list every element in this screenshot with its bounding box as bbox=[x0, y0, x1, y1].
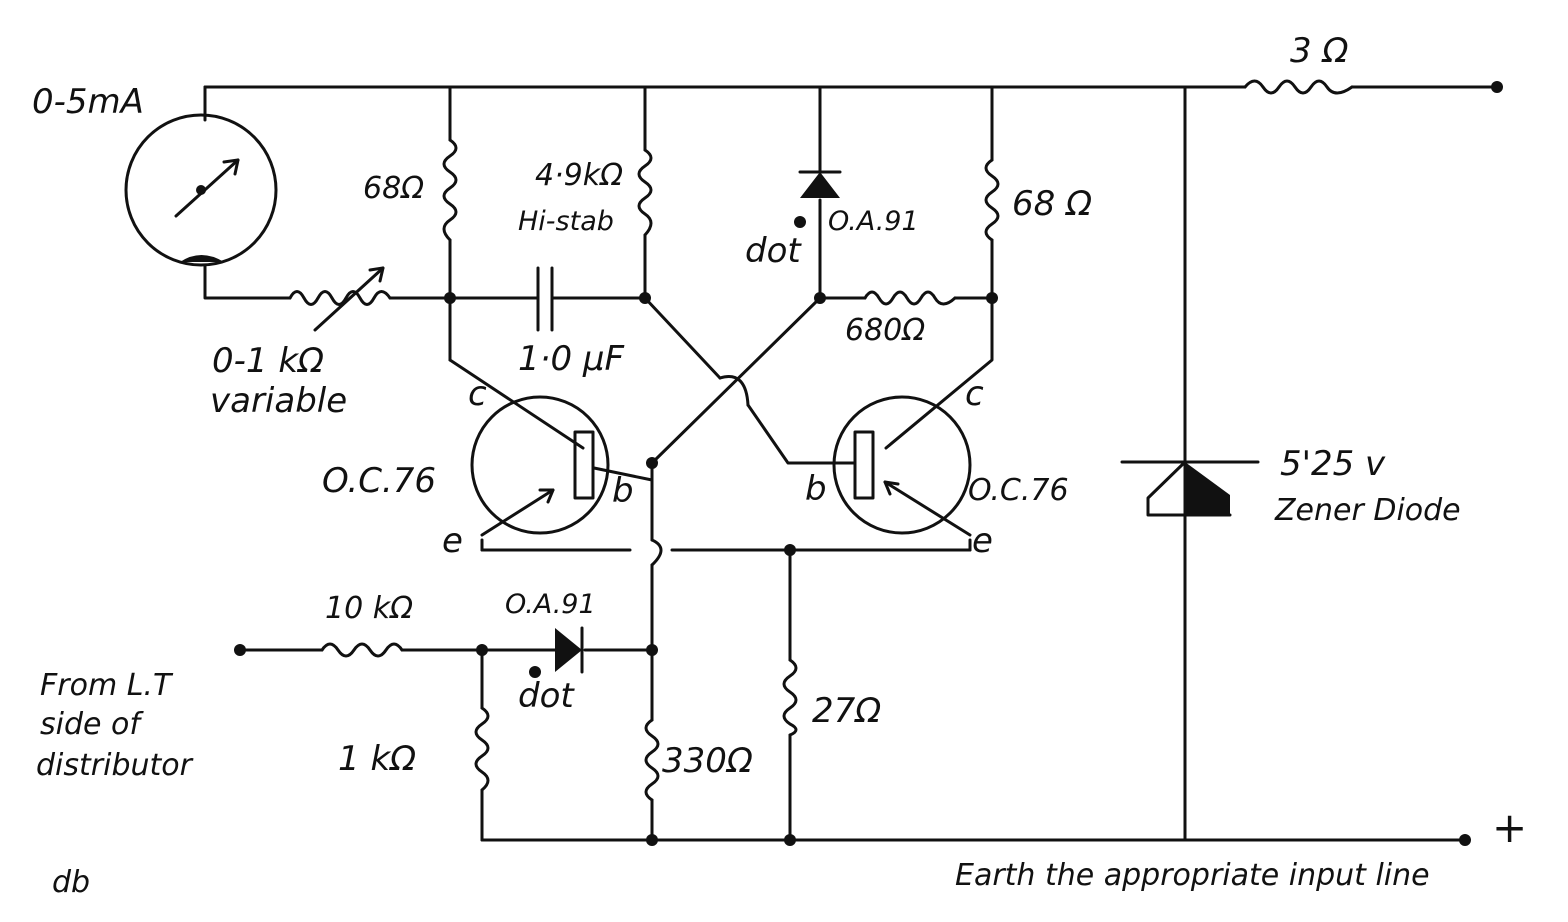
junction-dot bbox=[814, 292, 826, 304]
resistor-330 bbox=[644, 718, 660, 802]
junction-dot bbox=[784, 544, 796, 556]
diode-oa91-bottom bbox=[529, 626, 584, 678]
resistor-330-label: 330Ω bbox=[662, 741, 753, 781]
t2-collector-label: c bbox=[965, 374, 984, 414]
resistor-27-label: 27Ω bbox=[812, 691, 881, 731]
junction-dot bbox=[444, 292, 456, 304]
transistor-left bbox=[470, 395, 610, 537]
labels: 0-5mA 3 Ω 68Ω 4·9kΩ Hi-stab dot O.A.91 6… bbox=[32, 31, 1527, 900]
var-resistor-note: variable bbox=[210, 381, 347, 421]
junction-dot bbox=[784, 834, 796, 846]
diode-top-type: O.A.91 bbox=[828, 206, 919, 237]
capacitor bbox=[528, 266, 562, 332]
junction-dot bbox=[639, 292, 651, 304]
resistor-1k-label: 1 kΩ bbox=[338, 739, 416, 779]
diode-bottom-dot-label: dot bbox=[518, 676, 575, 716]
wiring bbox=[203, 85, 1499, 842]
t2-base-label: b bbox=[805, 469, 827, 509]
junction-dot bbox=[646, 644, 658, 656]
resistor-68-right-label: 68 Ω bbox=[1012, 184, 1092, 224]
output-terminal-top bbox=[1491, 81, 1503, 93]
resistor-680 bbox=[863, 290, 957, 306]
resistor-68-right bbox=[984, 158, 1000, 242]
zener-voltage-label: 5'25 v bbox=[1280, 444, 1386, 484]
input-note-line3: distributor bbox=[36, 748, 194, 783]
t2-type-label: O.C.76 bbox=[968, 473, 1069, 508]
signature: db bbox=[52, 865, 90, 900]
resistor-4k9-value: 4·9kΩ bbox=[535, 158, 623, 193]
resistor-1k bbox=[474, 706, 490, 792]
output-terminal-bottom bbox=[1459, 834, 1471, 846]
zener-name-label: Zener Diode bbox=[1274, 493, 1461, 528]
input-terminal bbox=[234, 644, 246, 656]
t2-emitter-label: e bbox=[972, 521, 993, 561]
input-note-line1: From L.T bbox=[40, 668, 174, 703]
meter-label: 0-5mA bbox=[32, 82, 144, 122]
junction-dot bbox=[986, 292, 998, 304]
diode-oa91-top bbox=[794, 170, 842, 228]
resistor-3-ohm-label: 3 Ω bbox=[1290, 31, 1348, 71]
junction-dot bbox=[646, 834, 658, 846]
variable-resistor bbox=[288, 266, 392, 332]
resistor-68-left-label: 68Ω bbox=[363, 171, 424, 206]
transistor-right bbox=[832, 395, 972, 537]
resistor-4k9 bbox=[637, 148, 653, 237]
resistor-10k bbox=[320, 642, 404, 658]
zener-diode bbox=[1120, 460, 1260, 517]
diode-top-dot-label: dot bbox=[745, 231, 802, 271]
resistor-3-ohm bbox=[1243, 79, 1354, 95]
plus-sign: + bbox=[1492, 803, 1527, 852]
resistor-4k9-note: Hi-stab bbox=[518, 206, 614, 237]
junction-dot bbox=[646, 457, 658, 469]
diode-bottom-type: O.A.91 bbox=[505, 589, 596, 620]
t1-collector-label: c bbox=[468, 374, 487, 414]
junction-dot bbox=[476, 644, 488, 656]
junctions bbox=[234, 81, 1503, 846]
t1-emitter-label: e bbox=[442, 521, 463, 561]
resistor-68-left bbox=[442, 138, 458, 242]
resistor-10k-label: 10 kΩ bbox=[325, 591, 413, 626]
t1-base-label: b bbox=[612, 471, 634, 511]
t1-type-label: O.C.76 bbox=[322, 461, 436, 501]
resistor-680-label: 680Ω bbox=[845, 313, 925, 348]
var-resistor-value: 0-1 kΩ bbox=[212, 341, 324, 381]
capacitor-label: 1·0 µF bbox=[518, 339, 625, 379]
resistor-27 bbox=[782, 658, 798, 737]
input-note-line2: side of bbox=[40, 707, 144, 742]
earth-note: Earth the appropriate input line bbox=[955, 858, 1430, 893]
milliammeter bbox=[124, 113, 278, 267]
